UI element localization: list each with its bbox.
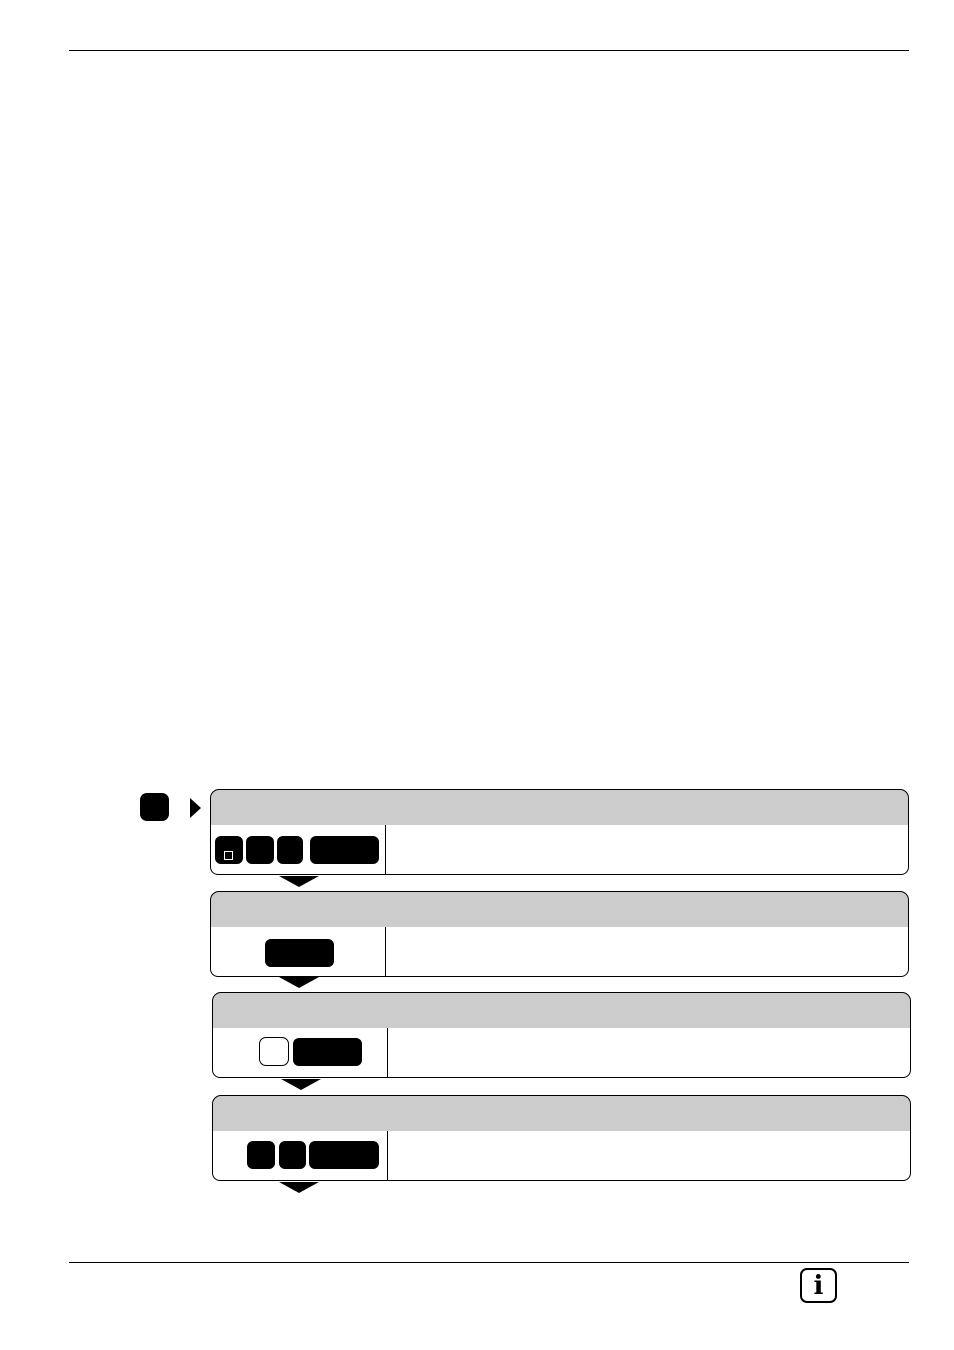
step-2-divider <box>385 927 386 976</box>
down-arrow-2 <box>279 977 319 988</box>
step-2 <box>210 891 909 977</box>
square-icon <box>224 851 233 860</box>
info-icon: i <box>800 1268 837 1303</box>
key-4[interactable] <box>247 1141 275 1169</box>
pointer-right-icon <box>190 798 201 818</box>
key-light[interactable] <box>259 1037 289 1066</box>
key-wide-2[interactable] <box>265 939 334 967</box>
step-4 <box>212 1095 911 1181</box>
step-3-header <box>212 992 911 1029</box>
step-3-divider <box>387 1028 388 1077</box>
step-1-header <box>210 789 909 826</box>
start-key[interactable] <box>140 793 169 821</box>
step-2-header <box>210 891 909 928</box>
step-1 <box>210 789 909 875</box>
step-1-divider <box>385 825 386 874</box>
step-3 <box>212 992 911 1078</box>
down-arrow-3 <box>281 1079 321 1090</box>
key-wide-3[interactable] <box>293 1038 362 1066</box>
step-4-header <box>212 1095 911 1132</box>
key-square-icon[interactable] <box>215 836 243 864</box>
footer-rule <box>69 1262 909 1263</box>
key-5[interactable] <box>279 1141 306 1169</box>
step-4-divider <box>387 1131 388 1180</box>
key-2[interactable] <box>246 836 274 864</box>
key-wide-1[interactable] <box>310 836 379 864</box>
header-rule <box>69 50 909 51</box>
down-arrow-4 <box>279 1182 319 1193</box>
down-arrow-1 <box>279 876 319 887</box>
key-wide-4[interactable] <box>309 1141 379 1169</box>
key-3[interactable] <box>277 836 303 864</box>
